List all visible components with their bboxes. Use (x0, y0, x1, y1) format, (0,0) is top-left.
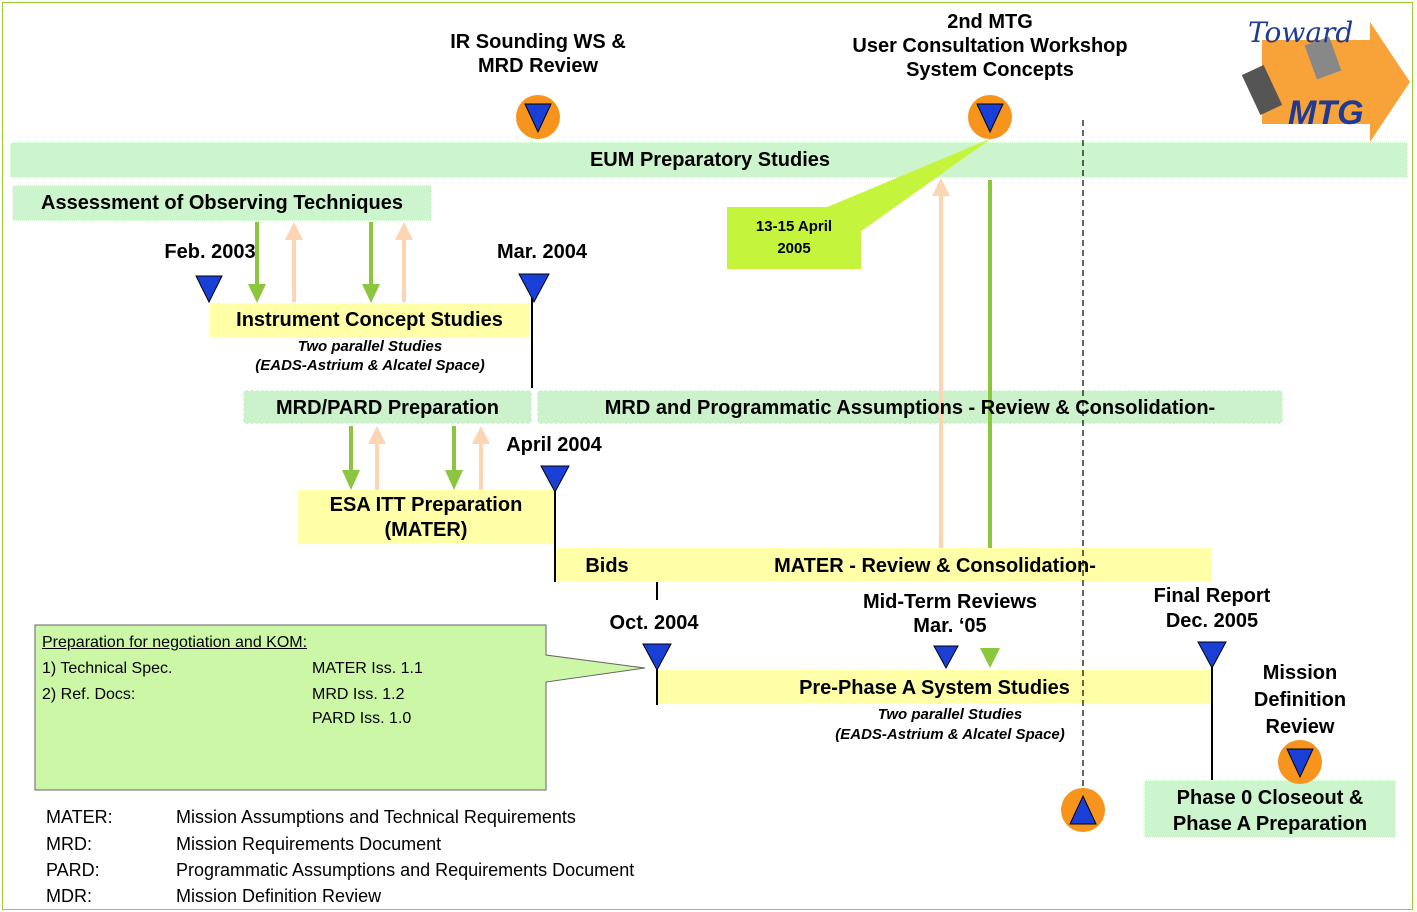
review-milestones (516, 95, 1322, 832)
final-report-label: Final Report Dec. 2005 (1153, 585, 1271, 632)
prephase-title: Pre-Phase A System Studies (799, 677, 1070, 699)
milestone-triangles (195, 273, 1227, 672)
legend-abbr: MDR: (46, 886, 92, 906)
april-2005-pointer (820, 138, 992, 232)
instrument-concept-title: Instrument Concept Studies (236, 309, 503, 331)
legend-abbr: PARD: (46, 860, 100, 880)
legend-text: Programmatic Assumptions and Requirement… (176, 860, 635, 880)
legend-abbr: MATER: (46, 807, 113, 827)
esa-itt-label: ESA ITT Preparation (MATER) (329, 494, 523, 541)
callout-row-label: 2) Ref. Docs: (42, 686, 136, 703)
legend-text: Mission Assumptions and Technical Requir… (176, 807, 576, 827)
assessment-label: Assessment of Observing Techniques (41, 192, 403, 214)
callout-row-label: 1) Technical Spec. (42, 660, 173, 677)
phase0-label: Phase 0 Closeout & Phase A Preparation (1172, 787, 1368, 835)
mrd-review-label: MRD and Programmatic Assumptions - Revie… (604, 397, 1216, 419)
callout-shape (34, 624, 646, 791)
legend-text: Mission Requirements Document (176, 834, 442, 854)
feb-2003-label: Feb. 2003 (164, 241, 256, 263)
esa-itt-bar (298, 490, 554, 544)
bids-label: Bids (585, 555, 629, 577)
callout-row-value: PARD Iss. 1.0 (312, 710, 412, 727)
mdr-label: Mission Definition Review (1253, 662, 1347, 738)
midterm-label: Mid-Term Reviews Mar. ‘05 (862, 591, 1038, 637)
callout-row-value: MRD Iss. 1.2 (312, 686, 405, 703)
prephase-bar (657, 670, 1212, 704)
instrument-concept-sub: Two parallel Studies (EADS-Astrium & Alc… (255, 338, 485, 374)
mater-review-label: MATER - Review & Consolidation- (774, 555, 1096, 577)
legend-abbr: MRD: (46, 834, 92, 854)
toward-mtg-logo: Toward MTG (1241, 16, 1410, 142)
mrd-pard-label: MRD/PARD Preparation (276, 397, 499, 419)
eum-label: EUM Preparatory Studies (589, 149, 831, 171)
ir-ws-label: IR Sounding WS & MRD Review (450, 31, 626, 77)
april-2005-label: 13-15 April 2005 (755, 218, 833, 257)
logo-word-toward: Toward (1248, 16, 1353, 49)
mater-review-bar (556, 548, 1212, 582)
mrd-review-bar (537, 390, 1283, 424)
mar-2004-label: Mar. 2004 (496, 241, 588, 263)
legend-text: Mission Definition Review (176, 886, 382, 906)
callout-title: Preparation for negotiation and KOM: (42, 634, 308, 651)
assessment-bar (12, 185, 432, 221)
mrd-pard-bar (243, 390, 532, 424)
eum-bar (10, 142, 1408, 178)
callout-row-value: MATER Iss. 1.1 (312, 660, 423, 677)
april-2004-label: April 2004 (506, 434, 602, 456)
peach-arrows (285, 178, 950, 548)
oct-2004-label: Oct. 2004 (609, 612, 699, 634)
green-arrows (248, 180, 1000, 668)
mtg-ws-label: 2nd MTG User Consultation Workshop Syste… (852, 11, 1128, 81)
logo-word-mtg: MTG (1288, 94, 1364, 132)
phase0-bar (1144, 780, 1396, 838)
instrument-concept-bar (209, 303, 530, 337)
prephase-sub: Two parallel Studies (EADS-Astrium & Alc… (835, 706, 1065, 743)
